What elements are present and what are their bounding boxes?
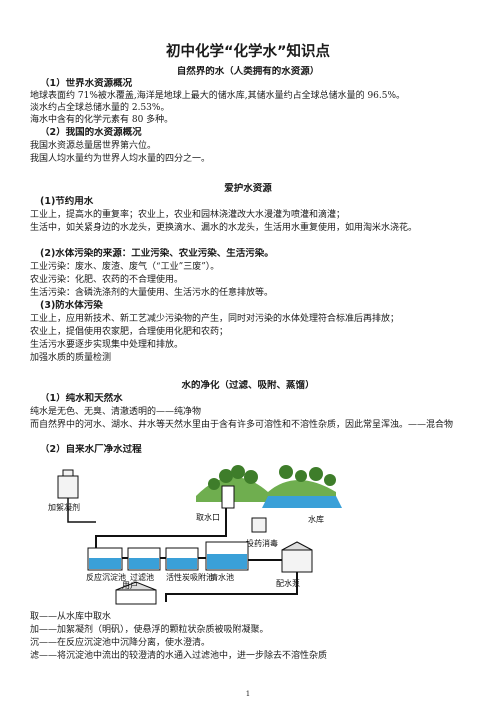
section-heading-purification: 水的净化（过滤、吸附、蒸馏） <box>181 380 315 391</box>
paragraph-line: 我国水资源总量居世界第六位。 <box>30 141 157 151</box>
label-user: 用户 <box>122 580 138 590</box>
tank-activated-carbon <box>165 547 199 571</box>
paragraph-line: 加强水质的质量检测 <box>30 353 112 363</box>
coagulant-tank-cap <box>62 469 74 477</box>
paragraph-line: 取——从水库中取水 <box>30 612 112 622</box>
subsection-title: （1）纯水和天然水 <box>40 393 123 404</box>
tree-group <box>208 465 336 490</box>
label-pump: 配水泵 <box>276 578 300 588</box>
label-coagulant: 加絮凝剂 <box>48 502 80 512</box>
paragraph-line: 我国人均水量约为世界人均水量的四分之一。 <box>30 154 211 164</box>
paragraph-line: 地球表面约 71%被水覆盖,海洋是地球上最大的储水库,其储水量约占全球总储水量的… <box>30 91 406 101</box>
tank-sedimentation <box>87 547 123 571</box>
label-sediment: 反应沉淀池 <box>86 572 126 582</box>
paragraph-line: 滤——将沉淀池中流出的较澄清的水通入过滤池中，进一步除去不溶性杂质 <box>30 651 328 661</box>
pump-roof <box>281 541 313 551</box>
label-clearwater: 清水池 <box>210 572 234 582</box>
main-pipe <box>95 508 227 548</box>
page-number: 1 <box>245 690 251 698</box>
paragraph-line: 工业上，提高水的重复率；农业上，农业和园林浇灌改大水漫灌为喷灌和滴灌； <box>30 210 346 220</box>
paragraph-line: 沉——在反应沉淀池中沉降分离，使水澄清。 <box>30 638 211 648</box>
tank-clear-water <box>205 541 249 571</box>
subsection-title: （2）我国的水资源概况 <box>40 127 142 138</box>
label-reservoir: 水库 <box>308 514 324 524</box>
user-roof <box>115 581 157 591</box>
subsection-title: （1）世界水资源概况 <box>40 78 133 89</box>
label-filter: 过滤池 <box>130 572 154 582</box>
pump-station <box>281 549 313 573</box>
subsection-title: (3)防水体污染 <box>40 300 103 311</box>
water-treatment-diagram: 水库 取水口 加絮凝剂 投药消毒 <box>46 462 348 606</box>
section-heading-natural-water: 自然界的水（人类拥有的水资源） <box>176 66 320 77</box>
user-pipe <box>165 572 298 602</box>
tank-filter <box>127 547 161 571</box>
page-title: 初中化学“化学水”知识点 <box>165 44 331 60</box>
label-disinfect: 投药消毒 <box>246 538 278 548</box>
paragraph-line: 加——加絮凝剂（明矾），使悬浮的颗粒状杂质被吸附凝聚。 <box>30 625 269 635</box>
paragraph-line: 生活污水要逐步实现集中处理和排放。 <box>30 340 184 350</box>
paragraph-line: 淡水约占全球总储水量的 2.53%。 <box>30 103 170 113</box>
paragraph-line: 海水中含有的化学元素有 80 多种。 <box>30 115 174 125</box>
label-carbon: 活性炭吸附池 <box>166 572 214 582</box>
paragraph-line: 而自然界中的河水、湖水、井水等天然水里由于含有许多可溶性和不溶性杂质，因此常呈浑… <box>30 420 454 430</box>
reservoir-water <box>262 496 342 508</box>
paragraph-line: 农业上，提倡使用农家肥，合理使用化肥和农药； <box>30 327 229 337</box>
paragraph-line: 生活污染：含磷洗涤剂的大量使用、生活污水的任意排放等。 <box>30 288 274 298</box>
subsection-title: (2)水体污染的来源：工业污染、农业污染、生活污染。 <box>40 248 274 259</box>
user-building <box>115 589 157 605</box>
label-intake: 取水口 <box>196 512 220 522</box>
section-heading-protect-water: 爱护水资源 <box>224 183 272 194</box>
paragraph-line: 工业上，应用新技术、新工艺减少污染物的产生，同时对污染的水体处理符合标准后再排放… <box>30 314 400 324</box>
intake-tower <box>221 485 235 509</box>
paragraph-line: 生活中，如关紧身边的水龙头，更换滴水、漏水的水龙头，生活用水重复使用，如用淘米水… <box>30 223 418 233</box>
subsection-title: (1)节约用水 <box>40 196 94 207</box>
coagulant-pipe <box>67 498 96 523</box>
paragraph-line: 纯水是无色、无臭、清澈透明的——纯净物 <box>30 407 202 417</box>
subsection-title: （2）自来水厂净水过程 <box>40 444 142 455</box>
disinfect-tank <box>251 517 267 533</box>
paragraph-line: 工业污染：废水、废渣、废气（“工业”三废”）。 <box>30 262 220 272</box>
paragraph-line: 农业污染：化肥、农药的不合理使用。 <box>30 275 184 285</box>
coagulant-tank <box>57 475 79 499</box>
